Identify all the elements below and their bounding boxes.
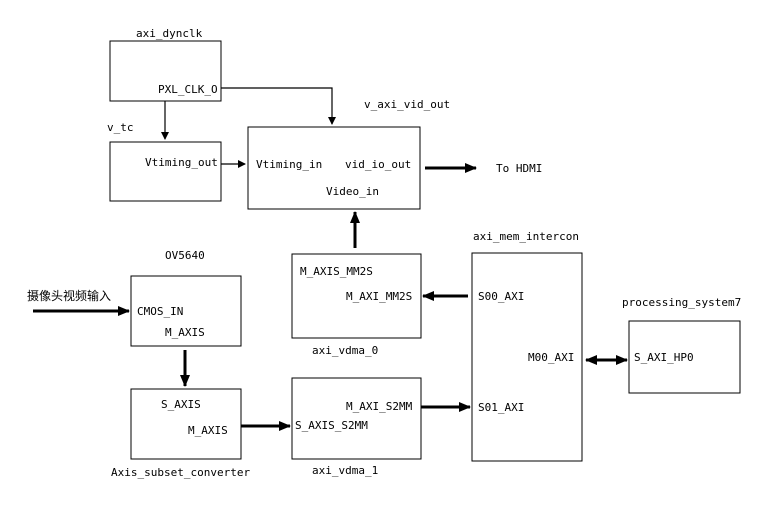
port-s-axi-hp0: S_AXI_HP0 xyxy=(634,351,694,364)
port-ov5640-m-axis: M_AXIS xyxy=(165,326,205,339)
port-pxl-clk-o: PXL_CLK_O xyxy=(158,83,218,96)
label-to-hdmi: To HDMI xyxy=(496,162,542,175)
port-s-axis: S_AXIS xyxy=(161,398,201,411)
port-m-axis-mm2s: M_AXIS_MM2S xyxy=(300,265,373,278)
block-processing-system7-box xyxy=(628,320,741,394)
block-axi-vdma-1-box xyxy=(291,377,422,460)
port-vtiming-in: Vtiming_in xyxy=(256,158,322,171)
block-axi-vdma-0-box xyxy=(291,253,422,339)
block-ov5640-box xyxy=(130,275,242,347)
block-axis-subset-converter: Axis_subset_converter S_AXIS M_AXIS xyxy=(111,388,250,479)
port-m-axi-s2mm: M_AXI_S2MM xyxy=(346,400,413,413)
block-v-tc: v_tc Vtiming_out xyxy=(107,121,222,202)
block-ov5640-title: OV5640 xyxy=(165,249,205,262)
block-axi-dynclk-box xyxy=(109,40,222,102)
block-processing-system7-title: processing_system7 xyxy=(622,296,741,309)
block-axis-subset-converter-title: Axis_subset_converter xyxy=(111,466,250,479)
label-camera-input: 摄像头视频输入 xyxy=(27,288,111,303)
block-v-axi-vid-out-box xyxy=(247,126,421,210)
block-v-tc-box xyxy=(109,141,222,202)
port-video-in: Video_in xyxy=(326,185,379,198)
block-axi-dynclk: axi_dynclk PXL_CLK_O xyxy=(109,27,222,102)
block-axi-vdma-1: axi_vdma_1 M_AXI_S2MM S_AXIS_S2MM xyxy=(291,377,422,477)
block-v-tc-title: v_tc xyxy=(107,121,134,134)
port-s00-axi: S00_AXI xyxy=(478,290,524,303)
port-m-axi-mm2s: M_AXI_MM2S xyxy=(346,290,412,303)
block-axis-subset-converter-box xyxy=(130,388,242,460)
block-axi-mem-intercon: axi_mem_intercon S00_AXI M00_AXI S01_AXI xyxy=(471,230,583,462)
port-s-axis-s2mm: S_AXIS_S2MM xyxy=(295,419,368,432)
port-s01-axi: S01_AXI xyxy=(478,401,524,414)
block-axi-vdma-1-title: axi_vdma_1 xyxy=(312,464,378,477)
port-vtiming-out: Vtiming_out xyxy=(145,156,218,169)
block-processing-system7: processing_system7 S_AXI_HP0 xyxy=(622,296,741,394)
block-axi-vdma-0: axi_vdma_0 M_AXIS_MM2S M_AXI_MM2S xyxy=(291,253,422,357)
port-cmos-in: CMOS_IN xyxy=(137,305,183,318)
block-axi-vdma-0-title: axi_vdma_0 xyxy=(312,344,378,357)
block-v-axi-vid-out: v_axi_vid_out Vtiming_in vid_io_out Vide… xyxy=(247,98,450,210)
port-m00-axi: M00_AXI xyxy=(528,351,574,364)
block-axi-dynclk-title: axi_dynclk xyxy=(136,27,203,40)
block-ov5640: OV5640 CMOS_IN M_AXIS xyxy=(130,249,242,347)
connections xyxy=(33,87,628,431)
port-converter-m-axis: M_AXIS xyxy=(188,424,228,437)
port-vid-io-out: vid_io_out xyxy=(345,158,411,171)
block-axi-mem-intercon-box xyxy=(471,252,583,462)
block-axi-mem-intercon-title: axi_mem_intercon xyxy=(473,230,579,243)
arrow-pxl-clk-to-vid-out xyxy=(221,87,336,125)
block-v-axi-vid-out-title: v_axi_vid_out xyxy=(364,98,450,111)
